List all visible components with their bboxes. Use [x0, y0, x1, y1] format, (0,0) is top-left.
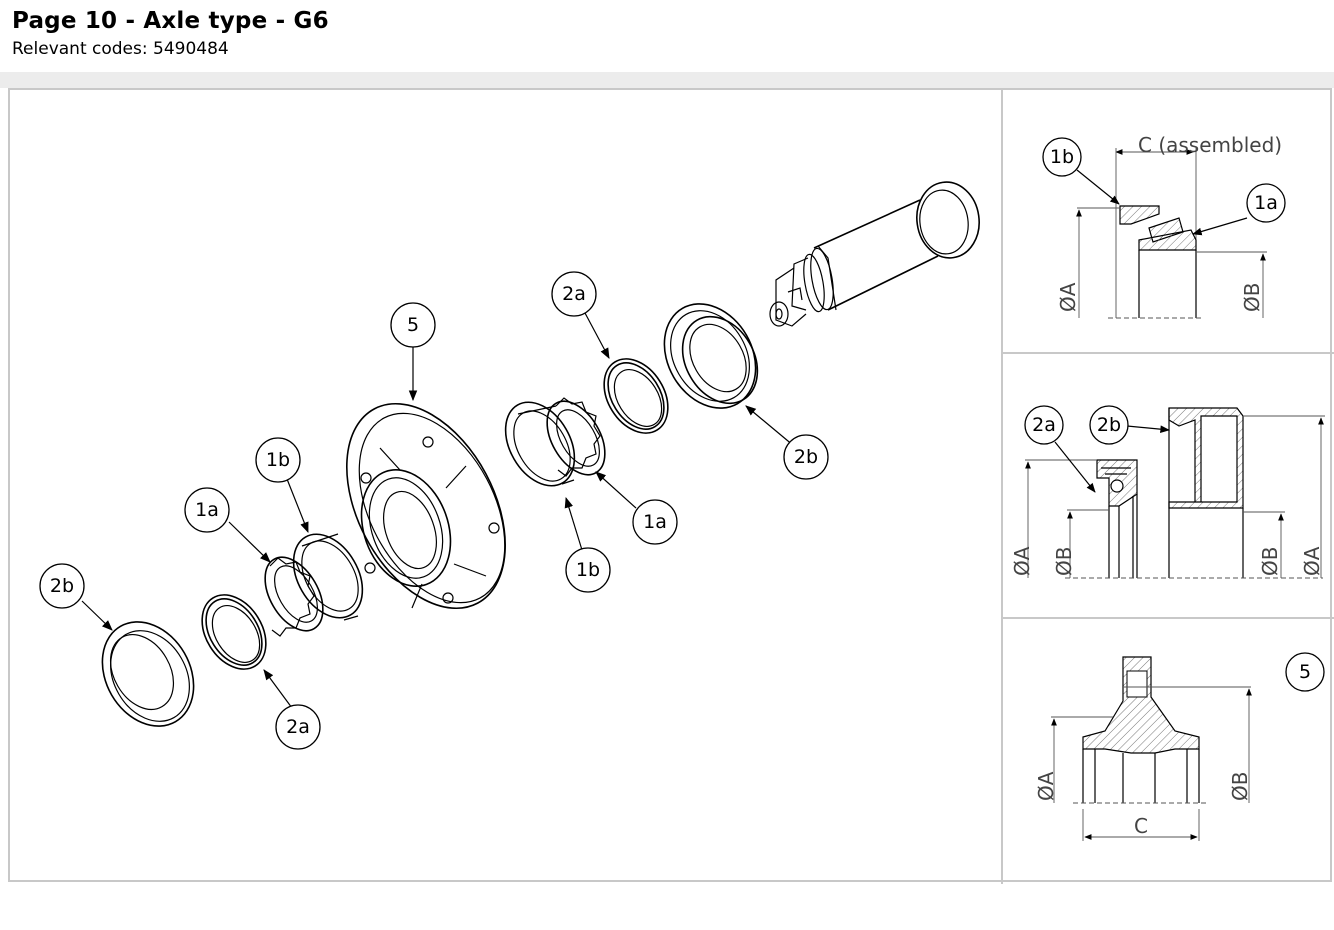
- callout-5: 5: [390, 302, 436, 348]
- svg-text:2a: 2a: [1032, 414, 1056, 436]
- leader-lines: [81, 312, 795, 709]
- callout-2a-upper: 2a: [551, 271, 597, 317]
- dim-b-left: ØB: [1052, 547, 1076, 576]
- svg-text:5: 5: [407, 314, 419, 336]
- dim-b: ØB: [1228, 772, 1252, 801]
- dim-b-right: ØB: [1258, 547, 1282, 576]
- svg-text:1b: 1b: [1050, 146, 1074, 168]
- dim-c-assembled: C (assembled): [1138, 133, 1282, 157]
- dim-b: ØB: [1240, 283, 1264, 312]
- bearing-1a-upper: [546, 397, 606, 477]
- callout-2a: 2a: [1024, 405, 1064, 445]
- axle-stub: [769, 181, 980, 327]
- dim-a-left: ØA: [1010, 546, 1034, 576]
- bearing-1b-upper: [504, 401, 576, 487]
- callout-2a-lower: 2a: [275, 704, 321, 750]
- bearing-1b-lower: [292, 533, 364, 621]
- detail-divider-2: [1003, 617, 1334, 619]
- detail-hub: ØA ØB C 5: [1003, 619, 1334, 882]
- svg-text:5: 5: [1299, 661, 1311, 683]
- relevant-codes: Relevant codes: 5490484: [12, 39, 229, 59]
- svg-text:2a: 2a: [286, 716, 310, 738]
- svg-text:1b: 1b: [266, 449, 290, 471]
- seal-2b-lower: [101, 621, 195, 727]
- exploded-view: 5 2a 2b 1a 1b 1b 1a 2b 2a: [8, 88, 1004, 884]
- hub-5: [346, 402, 506, 610]
- dim-a-right: ØA: [1300, 546, 1324, 576]
- dim-c: C: [1134, 814, 1148, 838]
- panel-divider: [1001, 88, 1003, 884]
- svg-text:1a: 1a: [643, 511, 667, 533]
- svg-text:1a: 1a: [195, 499, 219, 521]
- callout-5: 5: [1285, 652, 1325, 692]
- svg-text:1a: 1a: [1254, 192, 1278, 214]
- svg-text:1b: 1b: [576, 559, 600, 581]
- callout-1a-lower: 1a: [184, 487, 230, 533]
- callout-2b: 2b: [1089, 405, 1129, 445]
- header-band: [0, 72, 1334, 88]
- seal-2a-upper: [603, 358, 669, 434]
- callout-2b-lower: 2b: [39, 563, 85, 609]
- callout-1b: 1b: [1042, 137, 1082, 177]
- seal-2b-upper: [663, 303, 759, 409]
- svg-text:2b: 2b: [1097, 414, 1121, 436]
- svg-text:2a: 2a: [562, 283, 586, 305]
- callout-1b-lower: 1b: [255, 437, 301, 483]
- callout-1a-upper: 1a: [632, 499, 678, 545]
- detail-seals: ØA ØB ØB ØA 2a 2b: [1003, 354, 1334, 617]
- callout-1a: 1a: [1246, 183, 1286, 223]
- page-header: Page 10 - Axle type - G6 Relevant codes:…: [0, 0, 1334, 72]
- dim-a: ØA: [1056, 282, 1080, 312]
- svg-text:2b: 2b: [50, 575, 74, 597]
- dim-a: ØA: [1034, 771, 1058, 801]
- svg-text:2b: 2b: [794, 446, 818, 468]
- detail-divider-1: [1003, 352, 1334, 354]
- page-title: Page 10 - Axle type - G6: [12, 8, 329, 34]
- callout-2b-upper: 2b: [783, 434, 829, 480]
- detail-bearing: C (assembled) ØA ØB 1b 1a: [1003, 90, 1334, 352]
- callout-1b-upper: 1b: [565, 547, 611, 593]
- bearing-1a-lower: [264, 556, 324, 637]
- seal-2a-lower: [201, 594, 267, 670]
